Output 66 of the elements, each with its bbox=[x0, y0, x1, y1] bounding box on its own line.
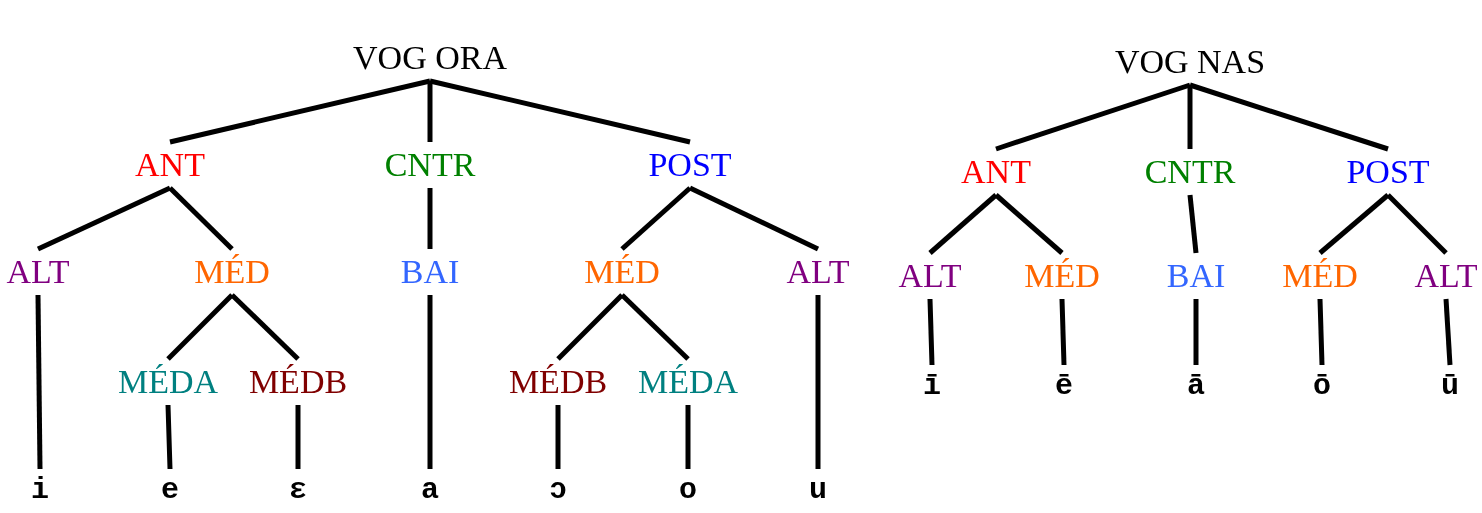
tree-branch-line bbox=[556, 293, 624, 361]
vowel-symbol: ɔ bbox=[545, 471, 571, 509]
vowel-symbol: u bbox=[805, 471, 831, 509]
vowel-symbol: ā bbox=[1183, 367, 1209, 405]
tree-branch-line bbox=[688, 185, 820, 252]
tree-branch-line bbox=[994, 193, 1064, 255]
tree-branch-line bbox=[1386, 193, 1448, 255]
vowel-symbol: ī bbox=[919, 367, 945, 405]
tree-branch-line bbox=[166, 293, 234, 361]
vowel-symbol: ē bbox=[1051, 367, 1077, 405]
tree-branch-line bbox=[36, 185, 172, 252]
category-label: MÉDA bbox=[633, 361, 743, 403]
tree-branch-line bbox=[165, 404, 173, 470]
tree-branch-line bbox=[1189, 82, 1389, 152]
tree-branch-line bbox=[555, 405, 561, 469]
category-label: CNTR bbox=[1140, 151, 1240, 193]
tree-branch-line bbox=[427, 81, 433, 142]
category-label: MÉDA bbox=[113, 361, 223, 403]
tree-branch-line bbox=[995, 82, 1191, 152]
vowel-symbol: i bbox=[27, 471, 53, 509]
tree-branch-line bbox=[168, 186, 234, 251]
tree-branch-line bbox=[815, 295, 821, 469]
tree-branch-line bbox=[1187, 194, 1199, 254]
category-label: ANT bbox=[131, 144, 209, 186]
category-label: MÉDB bbox=[504, 361, 612, 403]
category-label: CNTR bbox=[380, 144, 480, 186]
tree-branch-line bbox=[1318, 193, 1390, 255]
tree-branch-line bbox=[620, 293, 690, 361]
tree-branch-line bbox=[927, 298, 935, 366]
category-label: MÉD bbox=[1020, 255, 1104, 297]
category-label: ALT bbox=[782, 251, 854, 293]
vowel-symbol: ō bbox=[1309, 367, 1335, 405]
category-label: MÉD bbox=[190, 251, 274, 293]
tree-branch-line bbox=[169, 78, 431, 145]
category-label: POST bbox=[1342, 151, 1434, 193]
tree-branch-line bbox=[230, 293, 300, 361]
tree-branch-line bbox=[429, 78, 691, 145]
tree-branch-line bbox=[685, 405, 691, 469]
category-label: ALT bbox=[1410, 255, 1482, 297]
category-label: POST bbox=[644, 144, 736, 186]
category-label: VOG NAS bbox=[1110, 41, 1270, 83]
vowel-symbol: o bbox=[675, 471, 701, 509]
tree-branch-line bbox=[1193, 299, 1199, 365]
category-label: ALT bbox=[894, 255, 966, 297]
tree-branch-line bbox=[35, 294, 43, 470]
category-label: ANT bbox=[957, 151, 1035, 193]
tree-branch-line bbox=[1317, 298, 1325, 366]
category-label: BAI bbox=[1162, 255, 1230, 297]
vowel-symbol: ū bbox=[1437, 367, 1463, 405]
tree-branch-line bbox=[1059, 298, 1067, 366]
vowel-symbol: e bbox=[157, 471, 183, 509]
tree-branch-line bbox=[620, 186, 692, 251]
tree-branch-line bbox=[427, 188, 433, 249]
tree-branch-line bbox=[427, 295, 433, 469]
tree-branch-line bbox=[295, 405, 301, 469]
category-label: MÉDB bbox=[244, 361, 352, 403]
vowel-symbol: a bbox=[417, 471, 443, 509]
tree-branch-line bbox=[1187, 85, 1193, 149]
category-label: BAI bbox=[396, 251, 464, 293]
vowel-symbol: ɛ bbox=[285, 471, 311, 509]
category-label: MÉD bbox=[1278, 255, 1362, 297]
category-label: ALT bbox=[2, 251, 74, 293]
tree-branch-line bbox=[928, 193, 998, 255]
tree-branch-line bbox=[1443, 298, 1453, 366]
category-label: VOG ORA bbox=[349, 37, 511, 79]
category-label: MÉD bbox=[580, 251, 664, 293]
